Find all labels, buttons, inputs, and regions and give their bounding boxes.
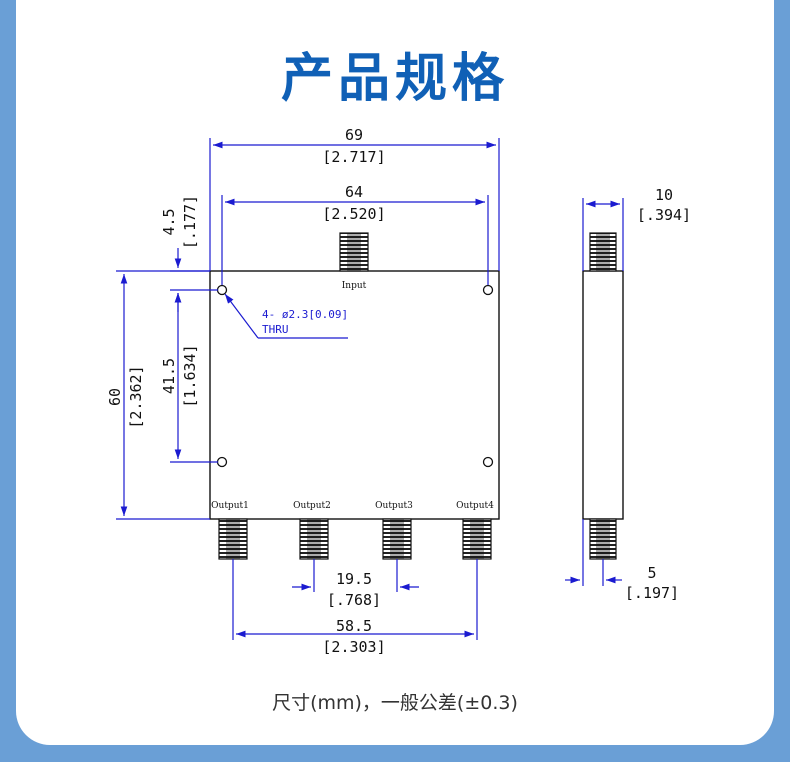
side-output-connector bbox=[589, 518, 617, 560]
input-label: Input bbox=[342, 281, 367, 291]
hole-spacing-y-mm: 41.5 bbox=[160, 358, 178, 394]
output-connector-2 bbox=[299, 518, 329, 560]
thickness-inch: [.394] bbox=[637, 206, 691, 224]
connector-offset-mm: 5 bbox=[647, 564, 656, 582]
output-connector-3 bbox=[382, 518, 412, 560]
mounting-hole-top-right bbox=[482, 284, 494, 296]
hole-note-thru: THRU bbox=[262, 323, 289, 336]
output-connector-4 bbox=[462, 518, 492, 560]
mounting-hole-bottom-right bbox=[482, 456, 494, 468]
port-pitch-inch: [.768] bbox=[327, 591, 381, 609]
dimension-overall-width bbox=[209, 138, 500, 271]
hole-note-spec: 4- ø2.3[0.09] bbox=[262, 308, 348, 321]
port-pitch-mm: 19.5 bbox=[336, 570, 372, 588]
dimension-hole-spacing-x bbox=[221, 195, 489, 285]
overall-width-inch: [2.717] bbox=[322, 148, 385, 166]
overall-width-mm: 69 bbox=[345, 126, 363, 144]
dimension-port-span bbox=[232, 559, 478, 640]
dimension-hole-spacing-y bbox=[170, 293, 218, 463]
overall-height-mm: 60 bbox=[106, 388, 124, 406]
dimension-thickness bbox=[582, 198, 624, 271]
output-connector-1 bbox=[218, 518, 248, 560]
overall-height-inch: [2.362] bbox=[127, 365, 145, 428]
dimension-connector-offset bbox=[565, 519, 622, 586]
hole-callout: 4- ø2.3[0.09] THRU bbox=[224, 293, 348, 339]
hole-spacing-x-inch: [2.520] bbox=[322, 205, 385, 223]
port-span-mm: 58.5 bbox=[336, 617, 372, 635]
output-label-4: Output4 bbox=[456, 501, 494, 511]
hole-offset-top-inch: [.177] bbox=[181, 195, 199, 249]
tolerance-caption: 尺寸(mm)，一般公差(±0.3) bbox=[272, 692, 518, 714]
dimension-port-pitch bbox=[292, 559, 419, 592]
hole-spacing-y-inch: [1.634] bbox=[181, 344, 199, 407]
side-input-connector bbox=[589, 232, 617, 272]
dimension-overall-height bbox=[116, 270, 210, 520]
thickness-mm: 10 bbox=[655, 186, 673, 204]
divider-body-front bbox=[209, 270, 500, 520]
output-label-2: Output2 bbox=[293, 501, 331, 511]
hole-spacing-x-mm: 64 bbox=[345, 183, 363, 201]
output-label-3: Output3 bbox=[375, 501, 413, 511]
page-title: 产品规格 bbox=[280, 49, 509, 109]
divider-body-side bbox=[582, 270, 624, 520]
input-connector bbox=[339, 232, 369, 272]
connector-offset-inch: [.197] bbox=[625, 584, 679, 602]
output-label-1: Output1 bbox=[211, 501, 249, 511]
port-span-inch: [2.303] bbox=[322, 638, 385, 656]
hole-offset-top-mm: 4.5 bbox=[160, 208, 178, 235]
